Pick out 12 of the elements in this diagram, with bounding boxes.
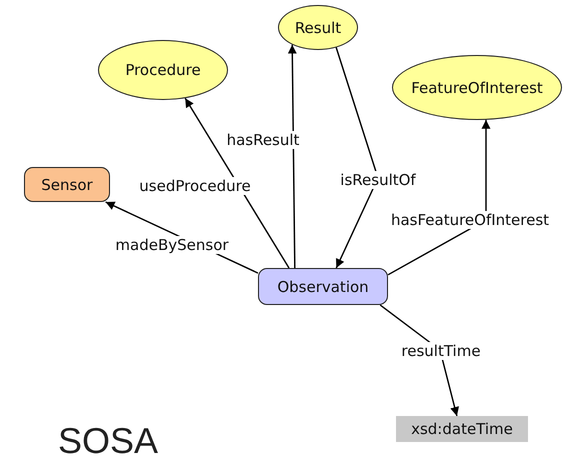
ellipse-node: Result [278, 5, 358, 50]
arrow [336, 47, 379, 268]
rounded-box: Sensor [24, 167, 110, 202]
type-box: xsd:dateTime [396, 416, 528, 442]
arrow [288, 44, 297, 268]
ellipse-node: Procedure [98, 40, 228, 100]
arrow [184, 98, 290, 268]
diagram-label: SOSA [58, 420, 158, 461]
arrow [388, 120, 490, 276]
edge-label: hasResult [224, 131, 302, 149]
rounded-box: Observation [258, 268, 388, 305]
ellipse-node: FeatureOfInterest [392, 55, 562, 120]
